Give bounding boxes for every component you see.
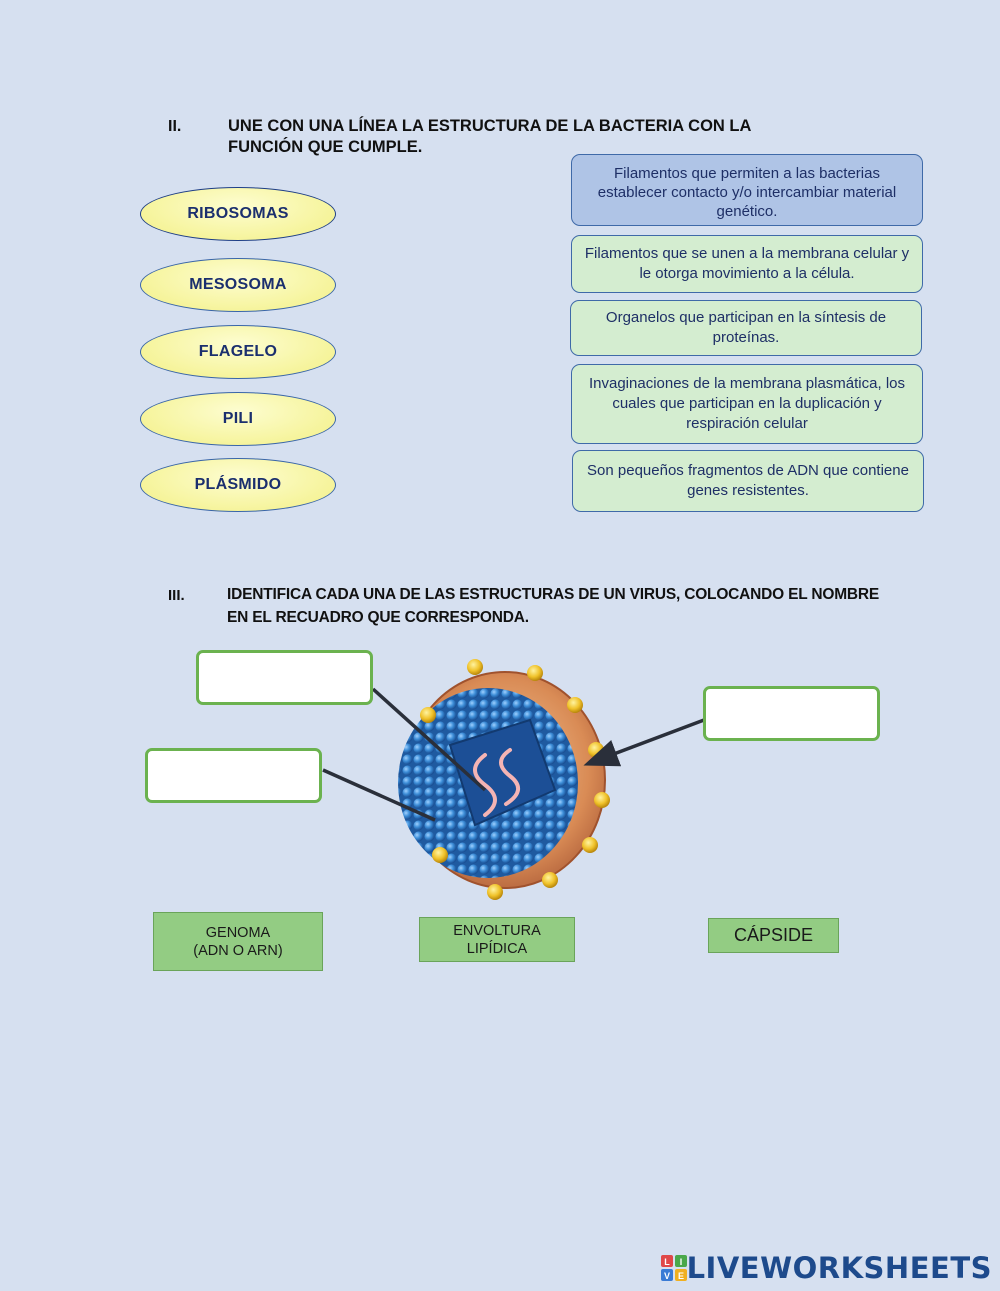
structure-ribosomas[interactable]: RIBOSOMAS (140, 187, 336, 241)
section3-title: IDENTIFICA CADA UNA DE LAS ESTRUCTURAS D… (227, 583, 879, 629)
label-capside[interactable]: CÁPSIDE (708, 918, 839, 953)
icon-letter-v: V (664, 1271, 670, 1281)
function-box-5[interactable]: Son pequeños fragmentos de ADN que conti… (572, 450, 924, 512)
section2-title-line1: UNE CON UNA LÍNEA LA ESTRUCTURA DE LA BA… (228, 117, 752, 135)
section2-number: II. (168, 118, 182, 135)
label-genoma[interactable]: GENOMA (ADN O ARN) (153, 912, 323, 971)
virus-illustration (398, 659, 610, 900)
answer-box-top-left[interactable] (196, 650, 373, 705)
structure-flagelo[interactable]: FLAGELO (140, 325, 336, 379)
section3-title-line2: EN EL RECUADRO QUE CORRESPONDA. (227, 609, 529, 626)
structure-pili[interactable]: PILI (140, 392, 336, 446)
label-genoma-line2: (ADN O ARN) (193, 942, 283, 959)
brand-text: LIVEWORKSHEETS (686, 1251, 992, 1285)
icon-letter-e: E (678, 1271, 684, 1281)
liveworksheets-icon: L I V E (660, 1255, 687, 1281)
icon-letter-l: L (664, 1257, 670, 1267)
answer-box-right[interactable] (703, 686, 880, 741)
section2-title: UNE CON UNA LÍNEA LA ESTRUCTURA DE LA BA… (228, 116, 751, 158)
label-envoltura-line1: ENVOLTURA (453, 922, 541, 939)
section2-title-line2: FUNCIÓN QUE CUMPLE. (228, 138, 423, 156)
label-genoma-line1: GENOMA (205, 924, 271, 941)
structure-plasmido[interactable]: PLÁSMIDO (140, 458, 336, 512)
answer-box-left[interactable] (145, 748, 322, 803)
icon-letter-i: I (679, 1257, 682, 1267)
section3-title-line1: IDENTIFICA CADA UNA DE LAS ESTRUCTURAS D… (227, 586, 880, 603)
function-box-2[interactable]: Filamentos que se unen a la membrana cel… (571, 235, 923, 293)
function-box-4[interactable]: Invaginaciones de la membrana plasmática… (571, 364, 923, 444)
function-box-1[interactable]: Filamentos que permiten a las bacterias … (571, 154, 923, 226)
label-envoltura[interactable]: ENVOLTURA LIPÍDICA (419, 917, 575, 962)
liveworksheets-logo: L I V E LIVEWORKSHEETS (660, 1251, 992, 1285)
structure-mesosoma[interactable]: MESOSOMA (140, 258, 336, 312)
label-envoltura-line2: LIPÍDICA (466, 940, 528, 957)
section3-number: III. (168, 587, 185, 604)
function-box-3[interactable]: Organelos que participan en la síntesis … (570, 300, 922, 356)
